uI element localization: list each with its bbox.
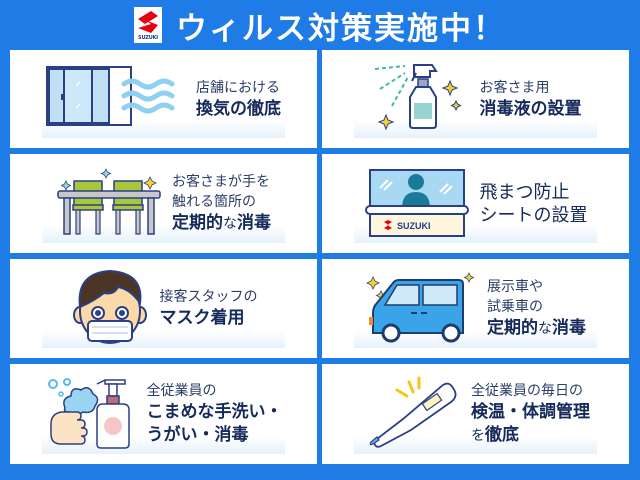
spray-bottle-icon — [370, 61, 470, 137]
measures-grid: 店舗における 換気の徹底 — [10, 50, 629, 466]
panel-text: 接客スタッフの マスク着用 — [159, 289, 258, 328]
panel-text: お客さまが手を 触れる箇所の 定期的な消毒 — [172, 173, 271, 233]
panel-text: お客さま用 消毒液の設置 — [479, 79, 582, 119]
thermometer-icon — [361, 374, 461, 454]
panel-temperature-check: 全従業員の毎日の 検温・体調管理 を徹底 — [322, 364, 629, 464]
panel-splash-guard: SUZUKI 飛まつ防止 シートの設置 — [322, 154, 629, 253]
header: SUZUKI ウィルス対策実施中！ — [0, 0, 640, 50]
masked-staff-icon — [70, 269, 150, 349]
panel-sanitizer: お客さま用 消毒液の設置 — [322, 50, 629, 148]
logo-text: SUZUKI — [138, 34, 158, 41]
suzuki-s-icon — [138, 10, 158, 33]
splash-guard-icon: SUZUKI — [364, 166, 470, 242]
panel-ventilation: 店舗における 換気の徹底 — [10, 50, 317, 148]
panel-car-disinfection: 展示車や 試乗車の 定期的な消毒 — [322, 259, 629, 358]
panel-text: 店舗における 換気の徹底 — [196, 79, 281, 119]
window-ventilation-icon — [46, 66, 186, 132]
panel-mask: 接客スタッフの マスク着用 — [10, 259, 317, 358]
suzuki-logo: SUZUKI — [134, 7, 162, 43]
panel-text: 展示車や 試乗車の 定期的な消毒 — [487, 278, 586, 338]
panel-text: 飛まつ防止 シートの設置 — [479, 181, 588, 226]
table-chairs-icon — [56, 167, 162, 241]
panel-text: 全従業員の こまめな手洗い・ うがい・消毒 — [146, 383, 283, 445]
handwash-soap-icon — [45, 374, 137, 454]
panel-text: 全従業員の毎日の 検温・体調管理 を徹底 — [471, 382, 590, 445]
panel-table-disinfection: お客さまが手を 触れる箇所の 定期的な消毒 — [10, 154, 317, 253]
sign-text: SUZUKI — [397, 221, 431, 231]
page-title: ウィルス対策実施中！ — [176, 10, 506, 47]
panel-handwash: 全従業員の こまめな手洗い・ うがい・消毒 — [10, 364, 317, 464]
display-car-icon — [365, 271, 477, 347]
